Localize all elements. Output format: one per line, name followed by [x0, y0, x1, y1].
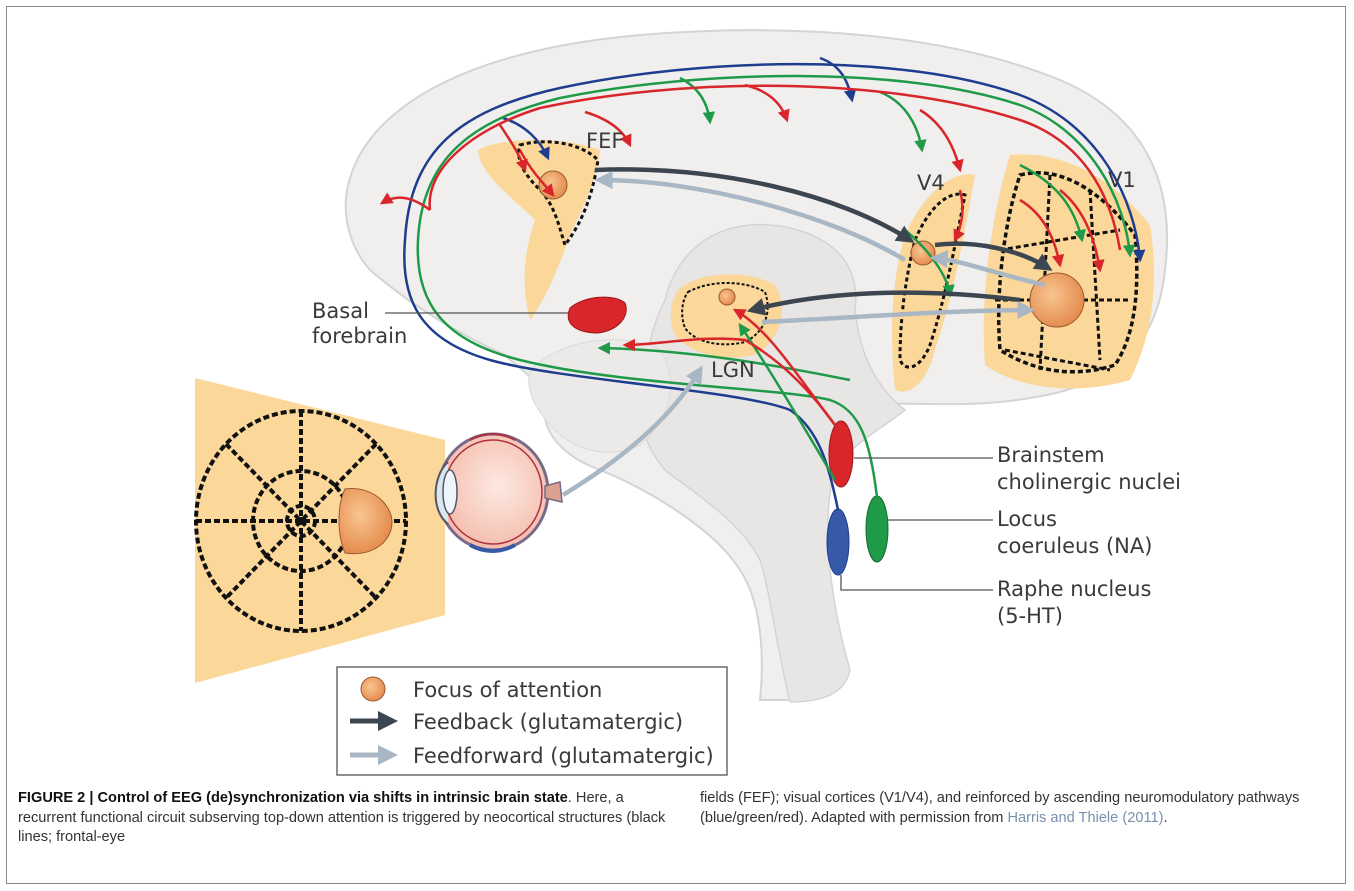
legend-focus-label: Focus of attention — [413, 678, 602, 702]
legend: Focus of attention Feedback (glutamaterg… — [337, 667, 727, 775]
legend-feedback-label: Feedback (glutamatergic) — [413, 710, 683, 734]
area-lgn — [671, 274, 782, 357]
label-forebrain: forebrain — [312, 324, 407, 348]
visual-field-panel — [195, 378, 445, 683]
locus-coeruleus-nucleus — [866, 496, 888, 562]
caption-title: FIGURE 2 | Control of EEG (de)synchroniz… — [18, 790, 568, 806]
eye-illustration — [436, 434, 562, 551]
legend-focus-icon — [361, 677, 385, 701]
legend-feedforward-label: Feedforward (glutamatergic) — [413, 744, 714, 768]
label-lgn: LGN — [711, 358, 755, 382]
label-v4: V4 — [917, 171, 945, 195]
label-basal: Basal — [312, 299, 369, 323]
raphe-nucleus — [827, 509, 849, 575]
label-v1: V1 — [1108, 168, 1136, 192]
caption-text-right: fields (FEF); visual cortices (V1/V4), a… — [700, 790, 1299, 826]
caption-citation-link[interactable]: Harris and Thiele (2011) — [1007, 810, 1163, 826]
label-brainstem: Brainstem — [997, 443, 1105, 467]
caption-right: fields (FEF); visual cortices (V1/V4), a… — [700, 789, 1330, 828]
label-5ht: (5-HT) — [997, 604, 1063, 628]
caption-end: . — [1163, 810, 1167, 826]
label-cholinergic-nuclei: cholinergic nuclei — [997, 470, 1181, 494]
caption-left: FIGURE 2 | Control of EEG (de)synchroniz… — [18, 789, 668, 848]
label-fef: FEF — [586, 129, 623, 153]
label-coeruleus: coeruleus (NA) — [997, 534, 1152, 558]
label-raphe: Raphe nucleus — [997, 577, 1151, 601]
label-locus: Locus — [997, 507, 1057, 531]
